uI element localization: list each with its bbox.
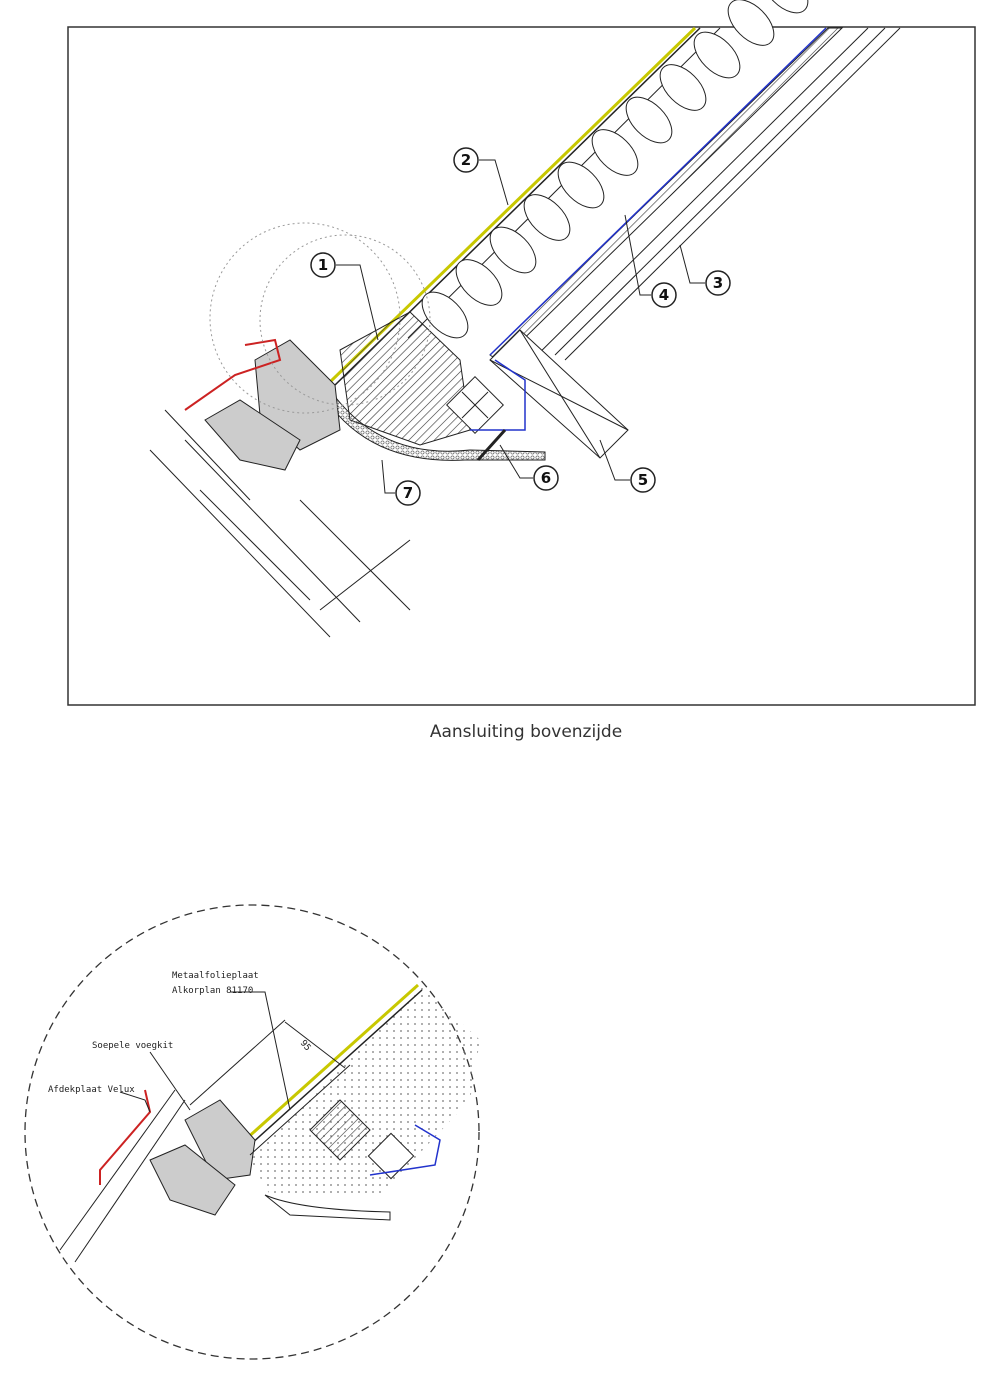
insulation-roll xyxy=(489,226,537,274)
insulation-roll xyxy=(591,129,639,176)
label-alkorplan: Alkorplan 81170 xyxy=(172,986,253,996)
callout-1: 1 xyxy=(310,252,336,278)
callout-7: 7 xyxy=(395,480,421,506)
detail-circle xyxy=(24,904,480,1360)
callout-4: 4 xyxy=(651,282,677,308)
insulation-roll xyxy=(421,291,469,339)
label-metal-foil: Metaalfolieplaat xyxy=(172,971,259,981)
insulation-roll xyxy=(761,0,809,14)
callout-6: 6 xyxy=(533,465,559,491)
insulation-roll xyxy=(693,31,741,79)
callout-number: 4 xyxy=(659,286,669,304)
callout-3: 3 xyxy=(705,270,731,296)
insulation-roll xyxy=(625,96,673,144)
roof-buildup xyxy=(328,26,901,459)
callout-number: 3 xyxy=(713,274,723,292)
insulation-fill xyxy=(250,985,480,1195)
insulation-roll xyxy=(523,194,571,241)
label-cover-plate: Afdekplaat Velux xyxy=(48,1085,135,1095)
callout-5: 5 xyxy=(630,467,656,493)
insulation-roll xyxy=(659,64,707,111)
callout-number: 7 xyxy=(403,484,413,502)
window-frame-profile xyxy=(149,222,546,638)
callout-number: 1 xyxy=(318,256,328,274)
insulation-roll xyxy=(727,0,775,46)
callout-number: 5 xyxy=(638,471,648,489)
insulation-roll xyxy=(557,161,605,209)
insulation-layer xyxy=(421,0,809,339)
callouts xyxy=(336,159,705,494)
insulation-roll xyxy=(455,259,503,306)
detail-caption: Aansluiting bovenzijde xyxy=(430,722,622,742)
callout-number: 6 xyxy=(541,469,551,487)
main-detail: 1 2 3 4 5 6 7 Aansluiting bovenzijde xyxy=(67,0,976,742)
callout-number: 2 xyxy=(461,151,471,169)
drawing-frame xyxy=(67,26,976,706)
callout-2: 2 xyxy=(453,147,479,173)
label-sealant: Soepele voegkit xyxy=(92,1041,173,1051)
zoom-detail: Metaalfolieplaat Alkorplan 81170 Soepele… xyxy=(24,904,480,1360)
